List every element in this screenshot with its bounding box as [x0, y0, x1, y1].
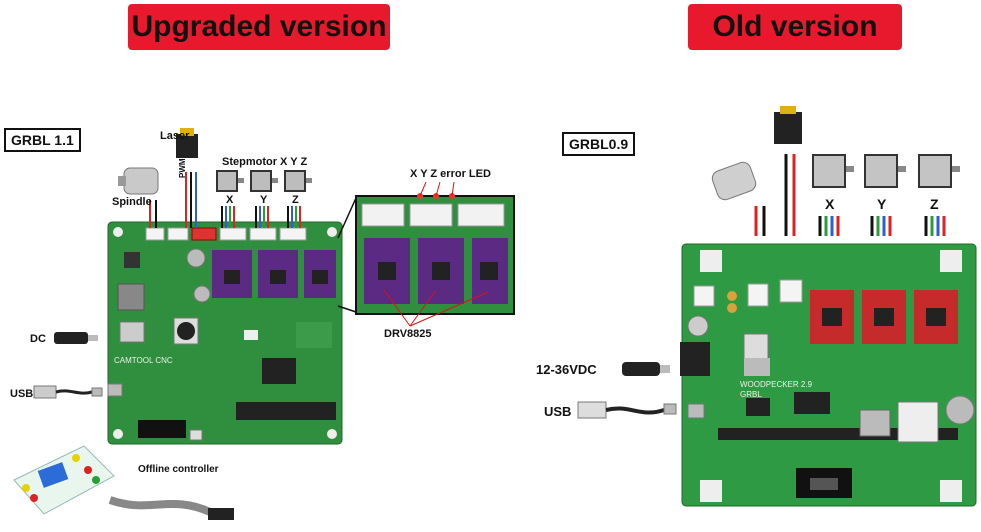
old-spindle-motor-icon — [711, 161, 757, 201]
grbl-1-1-tag: GRBL 1.1 — [4, 128, 81, 152]
old-usb-cable-icon — [577, 401, 677, 419]
grbl-0-9-tag: GRBL0.9 — [562, 132, 636, 156]
axis-y-label: Y — [260, 194, 268, 206]
stepmotor-label: Stepmotor X Y Z — [222, 156, 308, 168]
old-board-silkscreen: WOODPECKER 2.9 — [740, 380, 813, 389]
axis-z-label: Z — [292, 194, 299, 206]
stepper-motor-x-icon — [216, 170, 244, 192]
upgraded-driver-y — [258, 250, 298, 298]
usb-cable-icon — [33, 385, 103, 399]
old-axis-x-label: X — [825, 196, 835, 212]
power-input-label: 12-36VDC — [536, 362, 597, 377]
spindle-motor-icon — [118, 167, 159, 195]
old-dc-jack-icon — [622, 362, 670, 376]
old-driver-z — [914, 290, 958, 344]
upgraded-driver-x — [212, 250, 252, 298]
old-laser-module-icon — [774, 106, 802, 144]
dc-label: DC — [30, 333, 46, 345]
error-led-label: X Y Z error LED — [410, 168, 491, 180]
old-version-banner: Old version — [688, 4, 902, 50]
drv8825-label: DRV8825 — [384, 328, 432, 340]
usb-label: USB — [10, 388, 34, 400]
stepper-motor-y-icon — [250, 170, 278, 192]
old-stepper-motor-z-icon — [918, 154, 960, 188]
upgraded-version-banner: Upgraded version — [128, 4, 390, 50]
old-driver-x — [810, 290, 854, 344]
upgraded-board — [107, 172, 343, 445]
old-axis-z-label: Z — [930, 196, 939, 212]
driver-zoom-inset — [337, 181, 515, 327]
laser-label: Laser — [160, 130, 190, 142]
old-stepper-motor-x-icon — [812, 154, 854, 188]
old-driver-y — [862, 290, 906, 344]
upgraded-board-silkscreen: CAMTOOL CNC — [114, 356, 173, 365]
stepper-motor-z-icon — [284, 170, 312, 192]
pwm-label: PWM — [178, 158, 187, 178]
old-board — [680, 243, 977, 507]
offline-controller-label: Offline controller — [138, 464, 219, 475]
old-usb-label: USB — [544, 404, 572, 419]
upgraded-driver-z — [304, 250, 336, 298]
axis-x-label: X — [226, 194, 234, 206]
old-board-silkscreen-2: GRBL — [740, 390, 762, 399]
offline-controller-icon — [13, 445, 234, 520]
spindle-label: Spindle — [112, 196, 152, 208]
dc-jack-icon — [54, 332, 98, 344]
old-stepper-motor-y-icon — [864, 154, 906, 188]
laser-module-icon — [176, 128, 198, 158]
old-axis-y-label: Y — [877, 196, 887, 212]
